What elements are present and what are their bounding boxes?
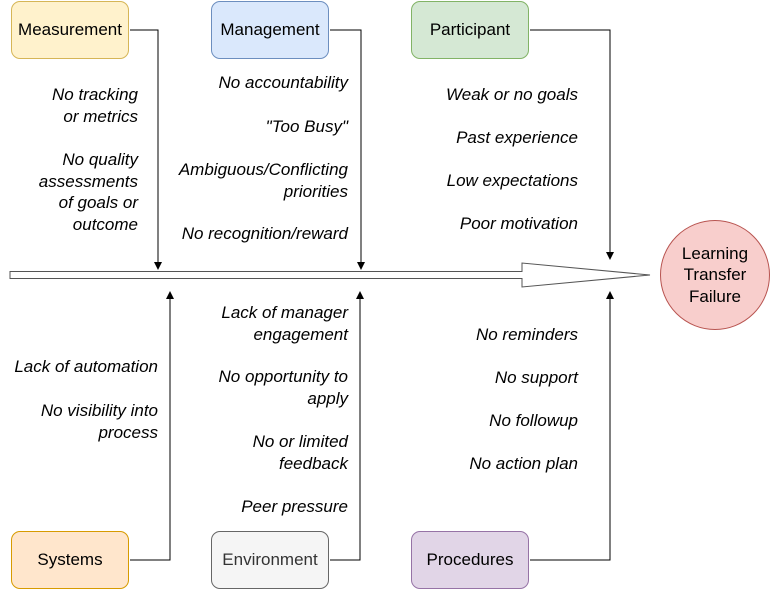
category-measurement-label: Measurement <box>18 20 122 39</box>
cause-measurement-1: No tracking or metrics <box>52 85 138 126</box>
connector-environment <box>330 291 364 561</box>
cause-procedures-3: No followup <box>489 411 578 430</box>
cause-systems-2: No visibility into process <box>40 401 158 442</box>
cause-procedures-1: No reminders <box>475 325 578 344</box>
category-systems: Systems <box>11 531 129 589</box>
connector-participant <box>530 29 614 260</box>
category-systems-label: Systems <box>37 550 103 569</box>
cause-management-4: No recognition/reward <box>181 224 348 243</box>
category-measurement: Measurement <box>11 1 129 59</box>
cause-management-1: No accountability <box>218 73 348 92</box>
cause-environment-2: No opportunity to apply <box>218 367 348 408</box>
cause-systems-1: Lack of automation <box>14 357 158 376</box>
category-environment-label: Environment <box>222 550 318 569</box>
category-management: Management <box>211 1 329 59</box>
category-participant: Participant <box>411 1 529 59</box>
cause-participant-2: Past experience <box>456 128 578 147</box>
outcome-label: Learning Transfer Failure <box>681 243 749 306</box>
cause-management-2: "Too Busy" <box>265 117 348 136</box>
connector-management <box>330 29 365 270</box>
outcome-circle: Learning Transfer Failure <box>660 220 770 330</box>
cause-management-3: Ambiguous/Conflicting priorities <box>178 160 348 201</box>
cause-environment-4: Peer pressure <box>241 497 348 516</box>
cause-participant-4: Poor motivation <box>459 214 578 233</box>
category-participant-label: Participant <box>429 20 511 39</box>
cause-participant-3: Low expectations <box>446 171 578 190</box>
cause-procedures-2: No support <box>494 368 578 387</box>
cause-environment-1: Lack of manager engagement <box>221 303 348 344</box>
category-management-label: Management <box>220 20 320 39</box>
cause-participant-1: Weak or no goals <box>446 85 578 104</box>
connector-systems <box>130 291 174 561</box>
connector-measurement <box>130 29 162 270</box>
connector-procedures <box>530 291 614 561</box>
cause-measurement-2: No quality assessments of goals or outco… <box>38 150 138 234</box>
cause-environment-3: No or limited feedback <box>252 432 348 473</box>
spine-arrow <box>9 262 651 288</box>
category-procedures: Procedures <box>411 531 529 589</box>
category-environment: Environment <box>211 531 329 589</box>
category-procedures-label: Procedures <box>426 550 514 569</box>
cause-procedures-4: No action plan <box>469 454 578 473</box>
